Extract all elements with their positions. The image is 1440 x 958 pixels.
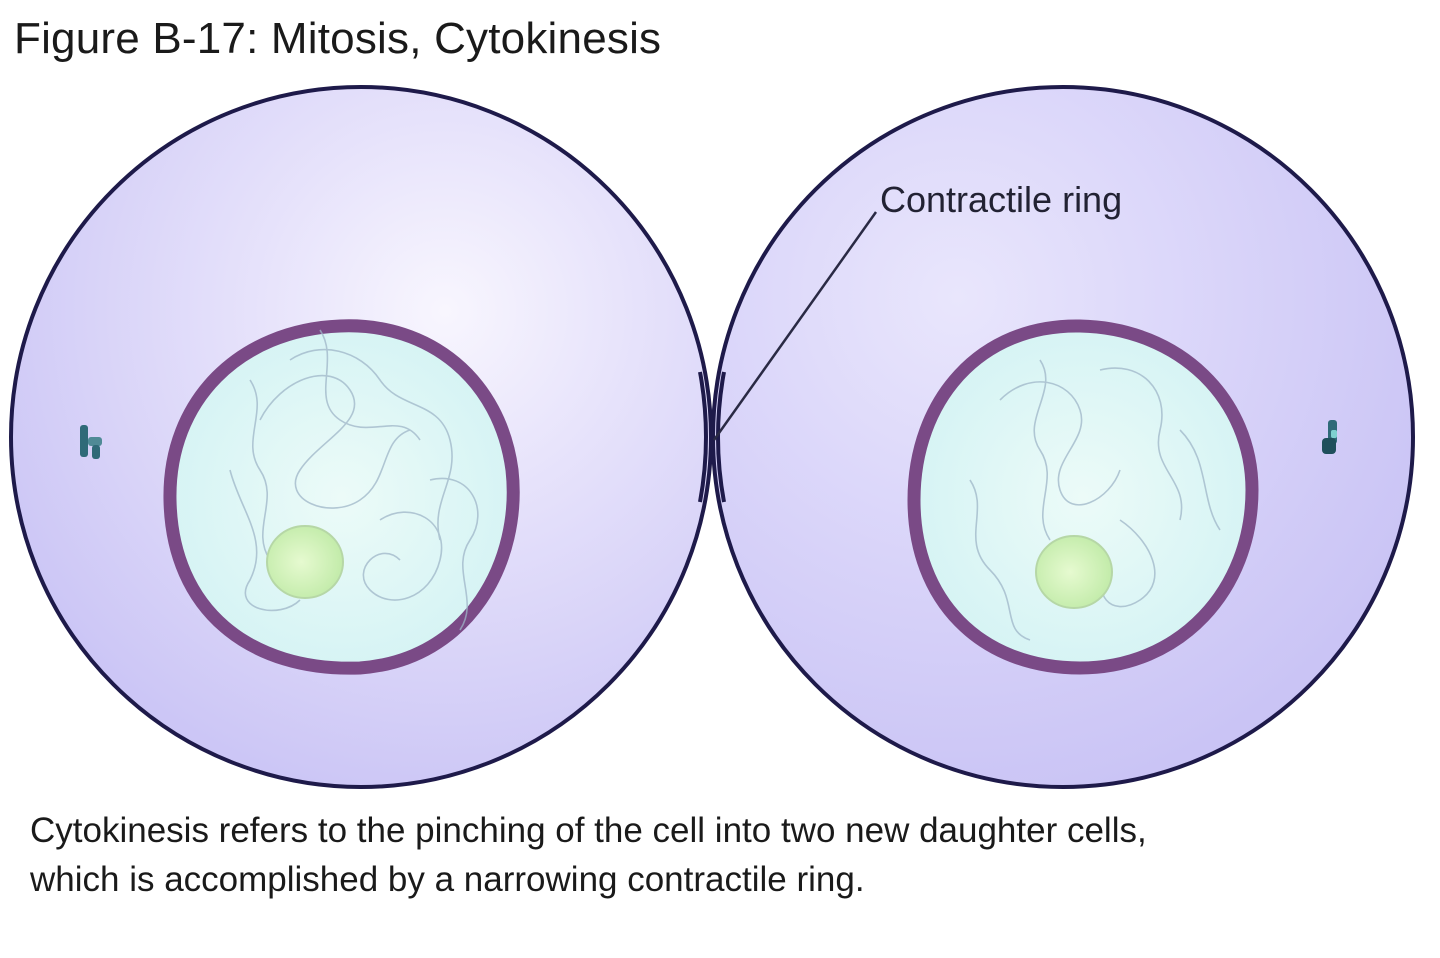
right-centriole-icon [1322,420,1337,454]
left-nucleolus [266,525,344,599]
right-nuclear-envelope [907,319,1259,675]
left-nuclear-envelope [163,319,520,675]
right-chromatin [969,359,1221,641]
caption-line-2: which is accomplished by a narrowing con… [30,860,865,899]
left-daughter-cell [9,85,713,789]
contractile-ring-leader-line [712,211,878,441]
contractile-ring [698,371,726,503]
left-centriole-icon [80,425,102,459]
right-daughter-cell [711,85,1415,789]
right-nucleus [907,319,1259,675]
left-nucleus [163,319,520,675]
right-nucleolus [1035,535,1113,609]
left-chromatin [229,329,479,631]
figure-caption: Cytokinesis refers to the pinching of th… [30,806,1430,904]
figure-title: Figure B-17: Mitosis, Cytokinesis [14,14,662,63]
caption-line-1: Cytokinesis refers to the pinching of th… [30,811,1147,850]
contractile-ring-label: Contractile ring [880,179,1122,220]
